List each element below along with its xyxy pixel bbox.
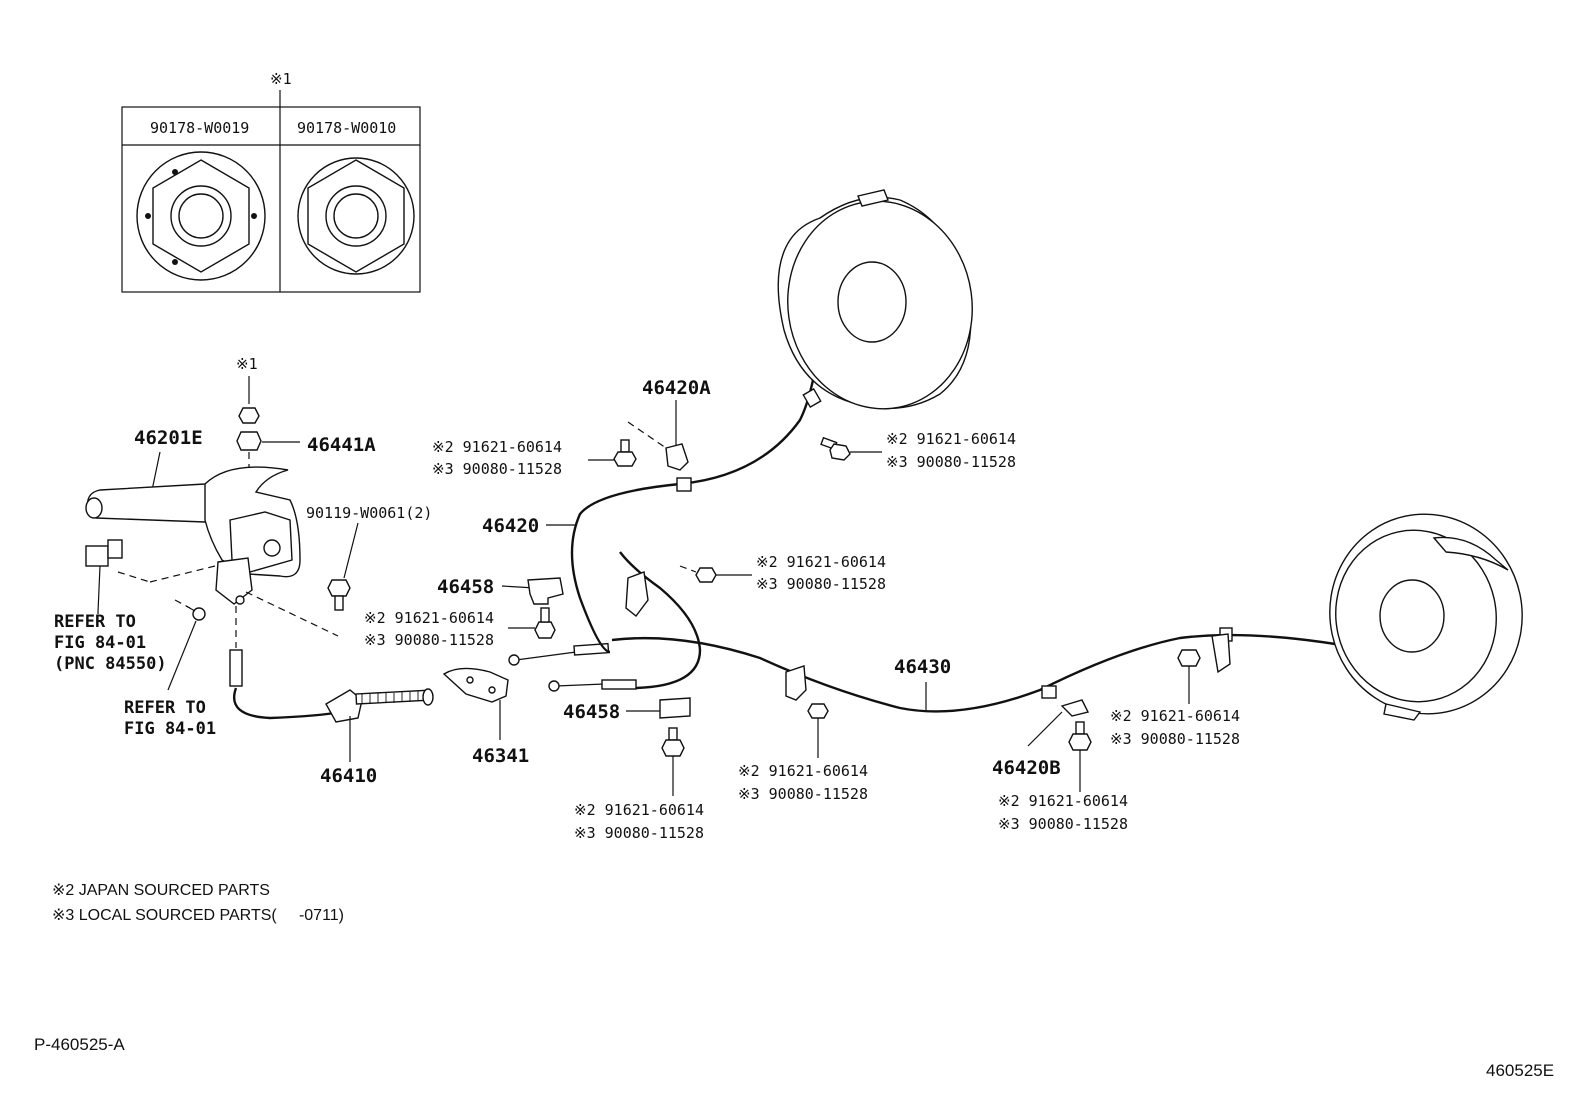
label-90119: 90119-W0061(2): [306, 504, 432, 522]
cable-bracket-icon: [625, 571, 649, 617]
nut-part-number-left: 90178-W0019: [150, 119, 249, 137]
cable-grommet-icon: [1041, 685, 1057, 699]
refer-label-1-line1: REFER TO: [54, 612, 136, 632]
bolt-local-7: ※3 90080-11528: [1110, 730, 1240, 748]
bolt-callout-6: ※2 91621-60614 ※3 90080-11528: [738, 703, 868, 803]
bolt-local-2: ※3 90080-11528: [886, 453, 1016, 471]
bolt-callout-7: ※2 91621-60614 ※3 90080-11528: [1110, 649, 1240, 748]
cable-46420: [570, 315, 841, 654]
hex-nut-icon: [297, 157, 415, 275]
label-46430: 46430: [894, 656, 951, 678]
bolt-90119-icon: [327, 579, 351, 611]
cable-bracket-icon: [785, 665, 807, 701]
bolt-callout-8: ※2 91621-60614 ※3 90080-11528: [998, 721, 1128, 833]
bolt-jp-7: ※2 91621-60614: [1110, 707, 1240, 725]
bracket-46420b-icon: [1060, 699, 1090, 717]
bolt-icon: [829, 443, 851, 461]
refer-label-1-line3: (PNC 84550): [54, 654, 167, 674]
bolt-local-3: ※3 90080-11528: [756, 575, 886, 593]
nut-variant-table: ※1 90178-W0019 90178-W0010: [121, 70, 421, 293]
bolt-icon: [661, 727, 685, 757]
bolt-jp-1: ※2 91621-60614: [432, 438, 562, 456]
equalizer-icon: [442, 667, 509, 703]
nut-icon: [238, 407, 260, 424]
label-46458-top: 46458: [437, 576, 494, 598]
flange-nut-icon: [136, 151, 266, 281]
cable-bracket-icon: [1211, 633, 1231, 674]
bolt-local-6: ※3 90080-11528: [738, 785, 868, 803]
front-cable-end-icon: [229, 649, 243, 687]
page-reference: P-460525-A: [34, 1035, 125, 1054]
label-46410: 46410: [320, 765, 377, 787]
bolt-icon: [534, 607, 556, 639]
bolt-callout-5: ※2 91621-60614 ※3 90080-11528: [574, 801, 704, 842]
bolt-icon: [1068, 733, 1092, 751]
bracket-46420a-icon: [665, 443, 689, 471]
nut-table-marker: ※1: [270, 70, 292, 88]
bolt-callout-2: ※2 91621-60614 ※3 90080-11528: [820, 430, 1016, 471]
nut-part-number-right: 90178-W0010: [297, 119, 396, 137]
refer-label-2-line2: FIG 84-01: [124, 719, 216, 739]
nut-marker-label: ※1: [236, 355, 258, 373]
figure-code: 460525E: [1486, 1061, 1554, 1080]
brake-drum-lower: [1329, 513, 1523, 721]
bolt-jp-6: ※2 91621-60614: [738, 762, 868, 780]
bolt-icon: [1177, 649, 1201, 667]
label-46420: 46420: [482, 515, 539, 537]
refer-label-2-line1: REFER TO: [124, 698, 206, 718]
label-46341: 46341: [472, 745, 529, 767]
label-46441a: 46441A: [307, 434, 376, 456]
brake-cables: 46420 46420A 46430 46420B: [482, 303, 1476, 779]
bolt-callout-4: ※2 91621-60614 ※3 90080-11528: [364, 609, 494, 649]
cable-grommet-icon: [676, 477, 692, 492]
brake-switch-icon: [85, 539, 123, 613]
parking-brake-lever-assembly: ※1 46441A 46201E REFER TO FIG 84-01 (PNC…: [54, 355, 434, 787]
clamp-top-icon: [527, 577, 564, 605]
label-46201e: 46201E: [134, 427, 203, 449]
bolt-callout-3: ※2 91621-60614 ※3 90080-11528: [679, 553, 886, 593]
bolt-icon: [807, 703, 829, 719]
bolt-jp-8: ※2 91621-60614: [998, 792, 1128, 810]
bolt-jp-4: ※2 91621-60614: [364, 609, 494, 627]
bolt-local-1: ※3 90080-11528: [432, 460, 562, 478]
notes: ※2 JAPAN SOURCED PARTS ※3 LOCAL SOURCED …: [52, 882, 344, 924]
label-46420b: 46420B: [992, 757, 1061, 779]
bolt-local-4: ※3 90080-11528: [364, 631, 494, 649]
bolt-callout-1: ※2 91621-60614 ※3 90080-11528: [432, 438, 637, 478]
note-local-sourced: ※3 LOCAL SOURCED PARTS( -0711): [52, 907, 344, 924]
bolt-jp-2: ※2 91621-60614: [886, 430, 1016, 448]
label-46420a: 46420A: [642, 377, 711, 399]
bolt-icon: [695, 567, 717, 583]
front-cable-fitting-icon: [325, 689, 363, 723]
bolt-local-8: ※3 90080-11528: [998, 815, 1128, 833]
nut-46441a-icon: [236, 431, 262, 451]
clamp-bottom-icon: [659, 697, 691, 719]
screw-icon: [185, 605, 206, 621]
note-japan-sourced: ※2 JAPAN SOURCED PARTS: [52, 882, 270, 899]
bolt-jp-5: ※2 91621-60614: [574, 801, 704, 819]
brake-drum-upper: [777, 189, 973, 410]
refer-label-1-line2: FIG 84-01: [54, 633, 146, 653]
bolt-icon: [613, 451, 637, 467]
middle-parts: 46458 46341 46458: [437, 576, 691, 796]
lever-ratchet-icon: [215, 557, 253, 605]
cable-46430: [611, 633, 1381, 713]
bolt-local-5: ※3 90080-11528: [574, 824, 704, 842]
label-46458-bottom: 46458: [563, 701, 620, 723]
bolt-jp-3: ※2 91621-60614: [756, 553, 886, 571]
